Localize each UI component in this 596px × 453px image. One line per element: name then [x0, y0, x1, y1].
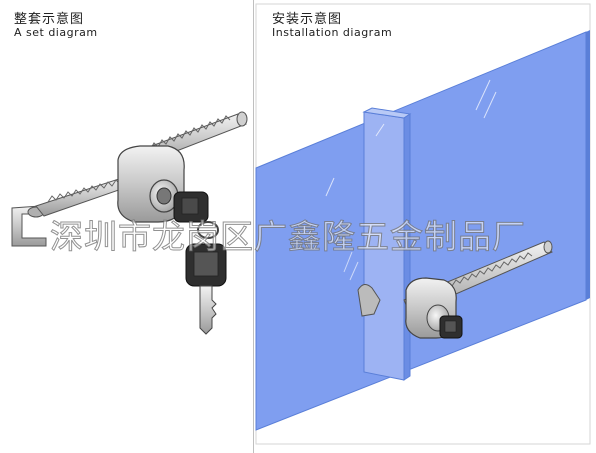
glass-reflection-3	[343, 251, 359, 281]
mounted-bracket	[357, 284, 381, 317]
key-ring	[197, 221, 219, 239]
installation-diagram-title-zh: 安装示意图	[272, 12, 343, 27]
installation-diagram-panel: 安装示意图 Installation diagram	[254, 0, 596, 453]
set-diagram-panel: 整套示意图 A set diagram	[0, 0, 254, 453]
installation-diagram-title-en: Installation diagram	[272, 26, 393, 39]
front-glass-pane	[363, 111, 405, 381]
lock-set-illustration	[11, 111, 248, 335]
spare-key-blade	[199, 285, 217, 335]
lower-rack-teeth	[47, 177, 129, 203]
keyhole-icon	[156, 187, 172, 205]
rack-end-cap	[236, 111, 248, 127]
upper-rack-teeth	[149, 115, 231, 151]
glass-reflection-2	[325, 177, 335, 197]
installed-key-grip	[444, 320, 457, 333]
glass-reflection-4	[375, 123, 385, 137]
set-diagram-title-zh: 整套示意图	[14, 12, 85, 27]
glass-reflection	[475, 79, 497, 119]
installed-rack-end	[543, 240, 553, 254]
back-glass-edge	[586, 30, 590, 300]
installation-illustration	[255, 30, 590, 431]
set-diagram-title-en: A set diagram	[14, 26, 98, 39]
back-glass-pane	[255, 31, 587, 431]
front-glass-side-edge	[403, 113, 411, 381]
spare-key-grip	[193, 251, 219, 277]
key-grip-pattern	[181, 197, 199, 215]
